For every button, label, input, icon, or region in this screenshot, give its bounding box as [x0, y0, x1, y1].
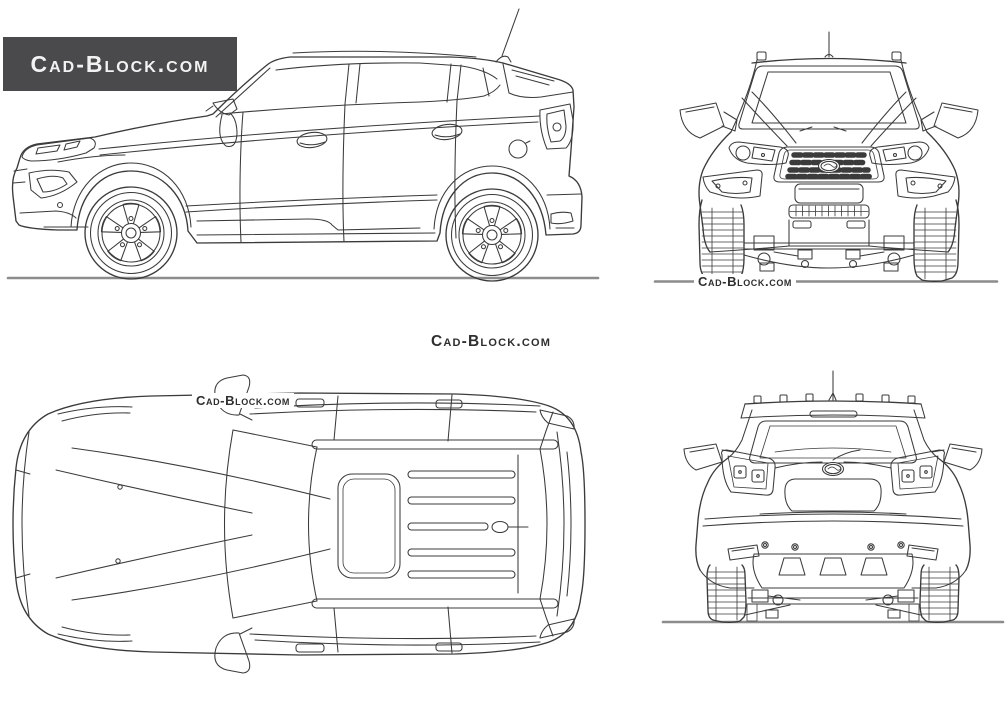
front-left-mirror [679, 102, 738, 139]
fuel-door [508, 139, 528, 159]
watermark-front-view: Cad-Block.com [694, 274, 797, 289]
side-front-bumper [12, 168, 89, 228]
side-character-lines [57, 115, 551, 236]
rear-right-tire [908, 564, 960, 624]
watermark-center: Cad-Block.com [431, 333, 552, 350]
watermark-top-view: Cad-Block.com [192, 393, 295, 408]
top-door-handle [435, 399, 463, 409]
side-roof-details [292, 8, 574, 99]
top-door-handle [435, 642, 463, 652]
side-headlight [21, 137, 96, 162]
top-view-drawing [12, 374, 586, 674]
front-left-foglamp [702, 169, 763, 199]
front-left-tire [698, 199, 745, 283]
license-plate-recess [784, 478, 882, 512]
top-door-handle [295, 398, 325, 408]
side-glasshouse [215, 62, 501, 118]
top-door-handle [295, 643, 325, 653]
side-taillight [539, 103, 574, 150]
front-right-foglamp [895, 169, 956, 199]
top-left-mirror [214, 374, 253, 421]
roof-rail [311, 598, 559, 609]
side-rear-wheel [445, 188, 539, 282]
rear-tailgate [759, 461, 907, 515]
sunroof [337, 473, 401, 579]
front-roof-antenna [730, 31, 928, 133]
side-view-drawing [6, 8, 600, 282]
front-grille [773, 146, 885, 183]
front-suspension [743, 235, 915, 272]
front-left-headlight [728, 141, 789, 166]
rear-bumper [699, 513, 967, 589]
rear-window [727, 409, 939, 464]
side-front-wheel [84, 186, 178, 280]
top-rear-end [517, 409, 575, 639]
top-body-outline [12, 392, 586, 656]
top-windshield [223, 429, 318, 619]
side-doors [239, 100, 531, 243]
roof-rail [311, 439, 559, 450]
top-right-mirror [214, 627, 253, 674]
top-front-end [15, 406, 331, 642]
rear-left-tire [706, 564, 758, 624]
top-side-bands [249, 394, 541, 654]
side-mirror [205, 98, 238, 147]
rear-right-taillight [890, 449, 945, 496]
side-body-outline [11, 56, 583, 244]
front-windshield [738, 65, 920, 132]
front-lower-bumper [709, 183, 949, 253]
rear-suspension [744, 589, 922, 619]
front-right-mirror [920, 102, 979, 139]
front-right-tire [913, 199, 960, 283]
side-rear-bumper [546, 193, 582, 229]
rear-body-sides [695, 457, 971, 571]
shark-fin-antenna [491, 520, 509, 534]
top-roof [311, 439, 559, 609]
third-brake-light [809, 410, 858, 418]
rear-door-handle [431, 123, 463, 141]
front-right-headlight [869, 141, 930, 166]
cad-block-banner-text: Cad-Block.com [30, 50, 210, 77]
rear-left-mirror [683, 443, 735, 471]
rear-roof-spoiler [740, 370, 926, 419]
rear-right-mirror [931, 443, 983, 471]
rear-view-drawing [661, 370, 1005, 624]
rear-left-taillight [721, 449, 776, 496]
front-door-handle [296, 131, 328, 149]
front-view-drawing [653, 31, 999, 283]
cad-block-banner: Cad-Block.com [3, 37, 237, 91]
